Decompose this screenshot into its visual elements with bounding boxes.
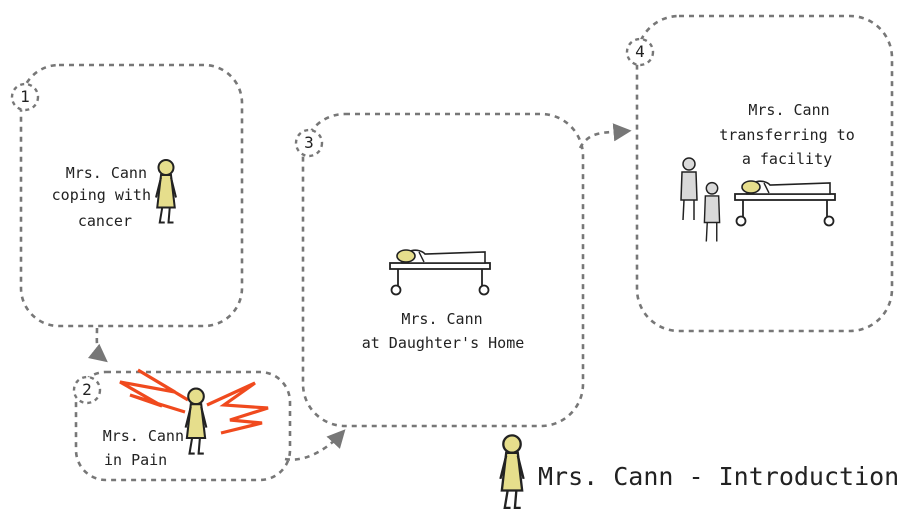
step-4-frame [635, 14, 894, 333]
diagram-title: Mrs. Cann - Introduction [538, 462, 899, 491]
staff-figure-1-icon [680, 157, 698, 221]
mrs-cann-figure-icon [155, 159, 177, 224]
step-4-line-1: Mrs. Cann [748, 101, 829, 119]
step-4-number: 4 [635, 42, 645, 61]
mrs-cann-in-pain-figure-icon [184, 387, 208, 455]
step-1-number: 1 [20, 87, 30, 106]
step-4-line-3: a facility [742, 150, 832, 168]
step-2-frame [74, 370, 292, 482]
connector-1-to-2 [87, 327, 108, 363]
step-1-line-3: cancer [78, 212, 132, 230]
step-4-badge [625, 37, 655, 67]
step-3-number: 3 [304, 133, 314, 152]
facility-gurney-patient-icon [734, 180, 836, 227]
pain-zigzag-left-icon [119, 368, 189, 414]
step-3-line-2: at Daughter's Home [362, 334, 525, 352]
step-2-number: 2 [82, 380, 92, 399]
title-figure-icon [499, 434, 525, 510]
connector-3-to-4 [578, 123, 632, 149]
connector-2-to-3 [284, 429, 346, 461]
step-1-badge [10, 82, 40, 112]
step-3-badge [294, 128, 324, 158]
pain-zigzag-right-icon [206, 381, 269, 435]
gurney-patient-icon [389, 249, 491, 296]
step-3-frame [301, 112, 585, 428]
step-2-line-1: Mrs. Cann [103, 427, 184, 445]
step-1-frame [19, 63, 244, 328]
step-2-badge [72, 375, 102, 405]
step-4-line-2: transferring to [719, 126, 854, 144]
step-3-line-1: Mrs. Cann [401, 310, 482, 328]
step-1-line-1: Mrs. Cann [66, 164, 147, 182]
step-1-line-2: coping with [52, 186, 151, 204]
step-2-line-2: in Pain [104, 451, 167, 469]
staff-figure-2-icon [703, 181, 721, 243]
